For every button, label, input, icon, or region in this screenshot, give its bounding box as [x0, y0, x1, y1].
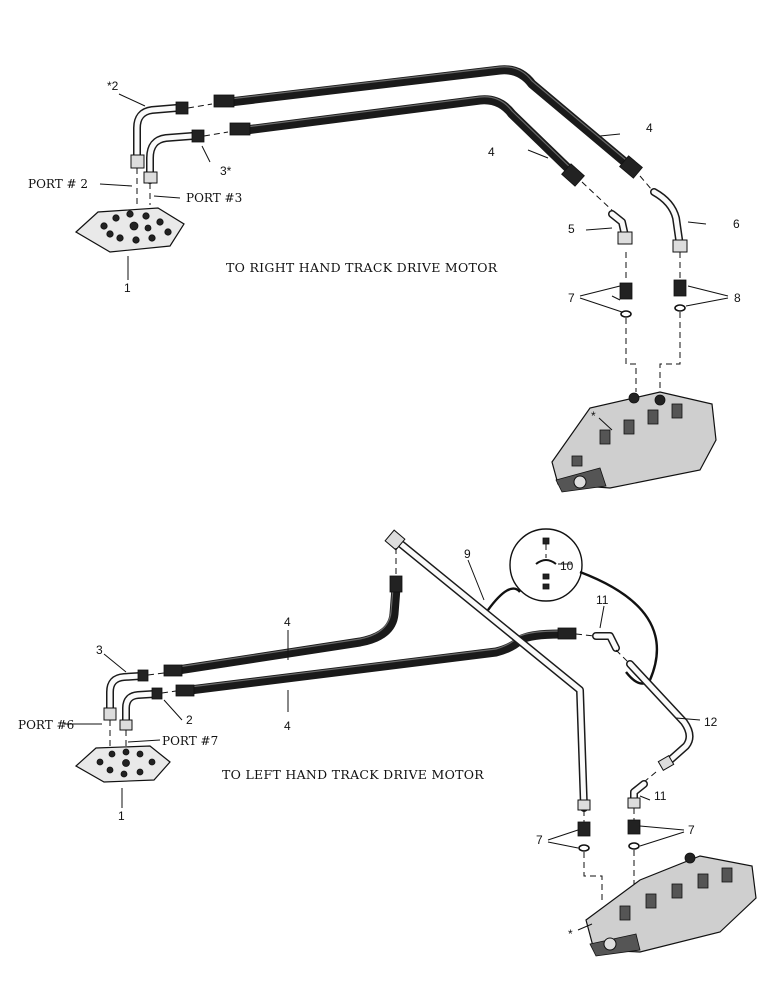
- leader-lines-top: [99, 93, 729, 431]
- callout-12: 12: [704, 715, 718, 729]
- callout-2-top: *2: [107, 79, 119, 93]
- leader-lines-bottom: [64, 559, 701, 931]
- top-assembly: PORT # 2 PORT #3 TO RIGHT HAND TRACK DRI…: [28, 65, 741, 493]
- elbow-fitting-11-lower: [627, 771, 657, 809]
- tube-12: [626, 660, 694, 772]
- callout-3-bottom: 3: [96, 643, 103, 657]
- port-leaders-bottom: [109, 672, 177, 748]
- callout-asterisk-top: *: [591, 409, 596, 423]
- callout-4b-top: 4: [488, 145, 495, 159]
- tube-9: [384, 529, 591, 812]
- callout-7a-bottom: 7: [536, 833, 543, 847]
- callout-4a-top: 4: [646, 121, 653, 135]
- callout-6: 6: [733, 217, 740, 231]
- right-hand-caption: TO RIGHT HAND TRACK DRIVE MOTOR: [226, 260, 498, 275]
- port-2-label: PORT # 2: [28, 177, 88, 191]
- hose-connect-dashes-top: [187, 103, 229, 137]
- callout-7-top: 7: [568, 291, 575, 305]
- callout-4a-bottom: 4: [284, 615, 291, 629]
- callout-asterisk-bottom: *: [568, 927, 573, 941]
- swivel-plate-top: [74, 207, 185, 253]
- callout-3-top: 3*: [220, 164, 232, 178]
- callout-8: 8: [734, 291, 741, 305]
- hose-4-upper-bottom: [163, 575, 403, 677]
- elbow-fitting-3-bottom: [103, 669, 149, 721]
- hose-4-upper-top: [213, 65, 643, 179]
- adapters-7-8-top: [619, 252, 687, 396]
- callout-1-top: 1: [124, 281, 131, 295]
- elbow-fitting-5: [581, 181, 633, 245]
- port-3-label: PORT #3: [186, 191, 242, 205]
- port-leaders-top: [136, 168, 151, 205]
- port-6-label: PORT #6: [18, 718, 74, 732]
- callout-9: 9: [464, 547, 471, 561]
- swivel-plate-bottom: [74, 745, 171, 783]
- callout-2-bottom: 2: [186, 713, 193, 727]
- elbow-fitting-2-bottom: [119, 687, 163, 731]
- elbow-fitting-11-upper: [575, 632, 629, 663]
- elbow-fitting-6: [639, 175, 688, 253]
- elbow-fitting-3-top: [143, 129, 205, 184]
- port-7-label: PORT #7: [162, 734, 218, 748]
- callout-4b-bottom: 4: [284, 719, 291, 733]
- callout-7b-bottom: 7: [688, 823, 695, 837]
- callout-11-lower: 11: [654, 789, 667, 803]
- hose-4-lower-top: [229, 95, 585, 187]
- clamp-detail-10: [487, 528, 659, 685]
- callout-1-bottom: 1: [118, 809, 125, 823]
- bottom-assembly: PORT #6 PORT #7 TO LEFT HAND TRACK DRIVE…: [18, 528, 757, 957]
- callout-5: 5: [568, 222, 575, 236]
- callout-10: 10: [560, 559, 574, 573]
- control-valve-bottom: [585, 852, 757, 957]
- left-hand-caption: TO LEFT HAND TRACK DRIVE MOTOR: [222, 767, 484, 782]
- control-valve-top: [551, 391, 717, 493]
- elbow-fitting-2-top: [130, 101, 189, 169]
- callout-11-upper: 11: [596, 593, 609, 607]
